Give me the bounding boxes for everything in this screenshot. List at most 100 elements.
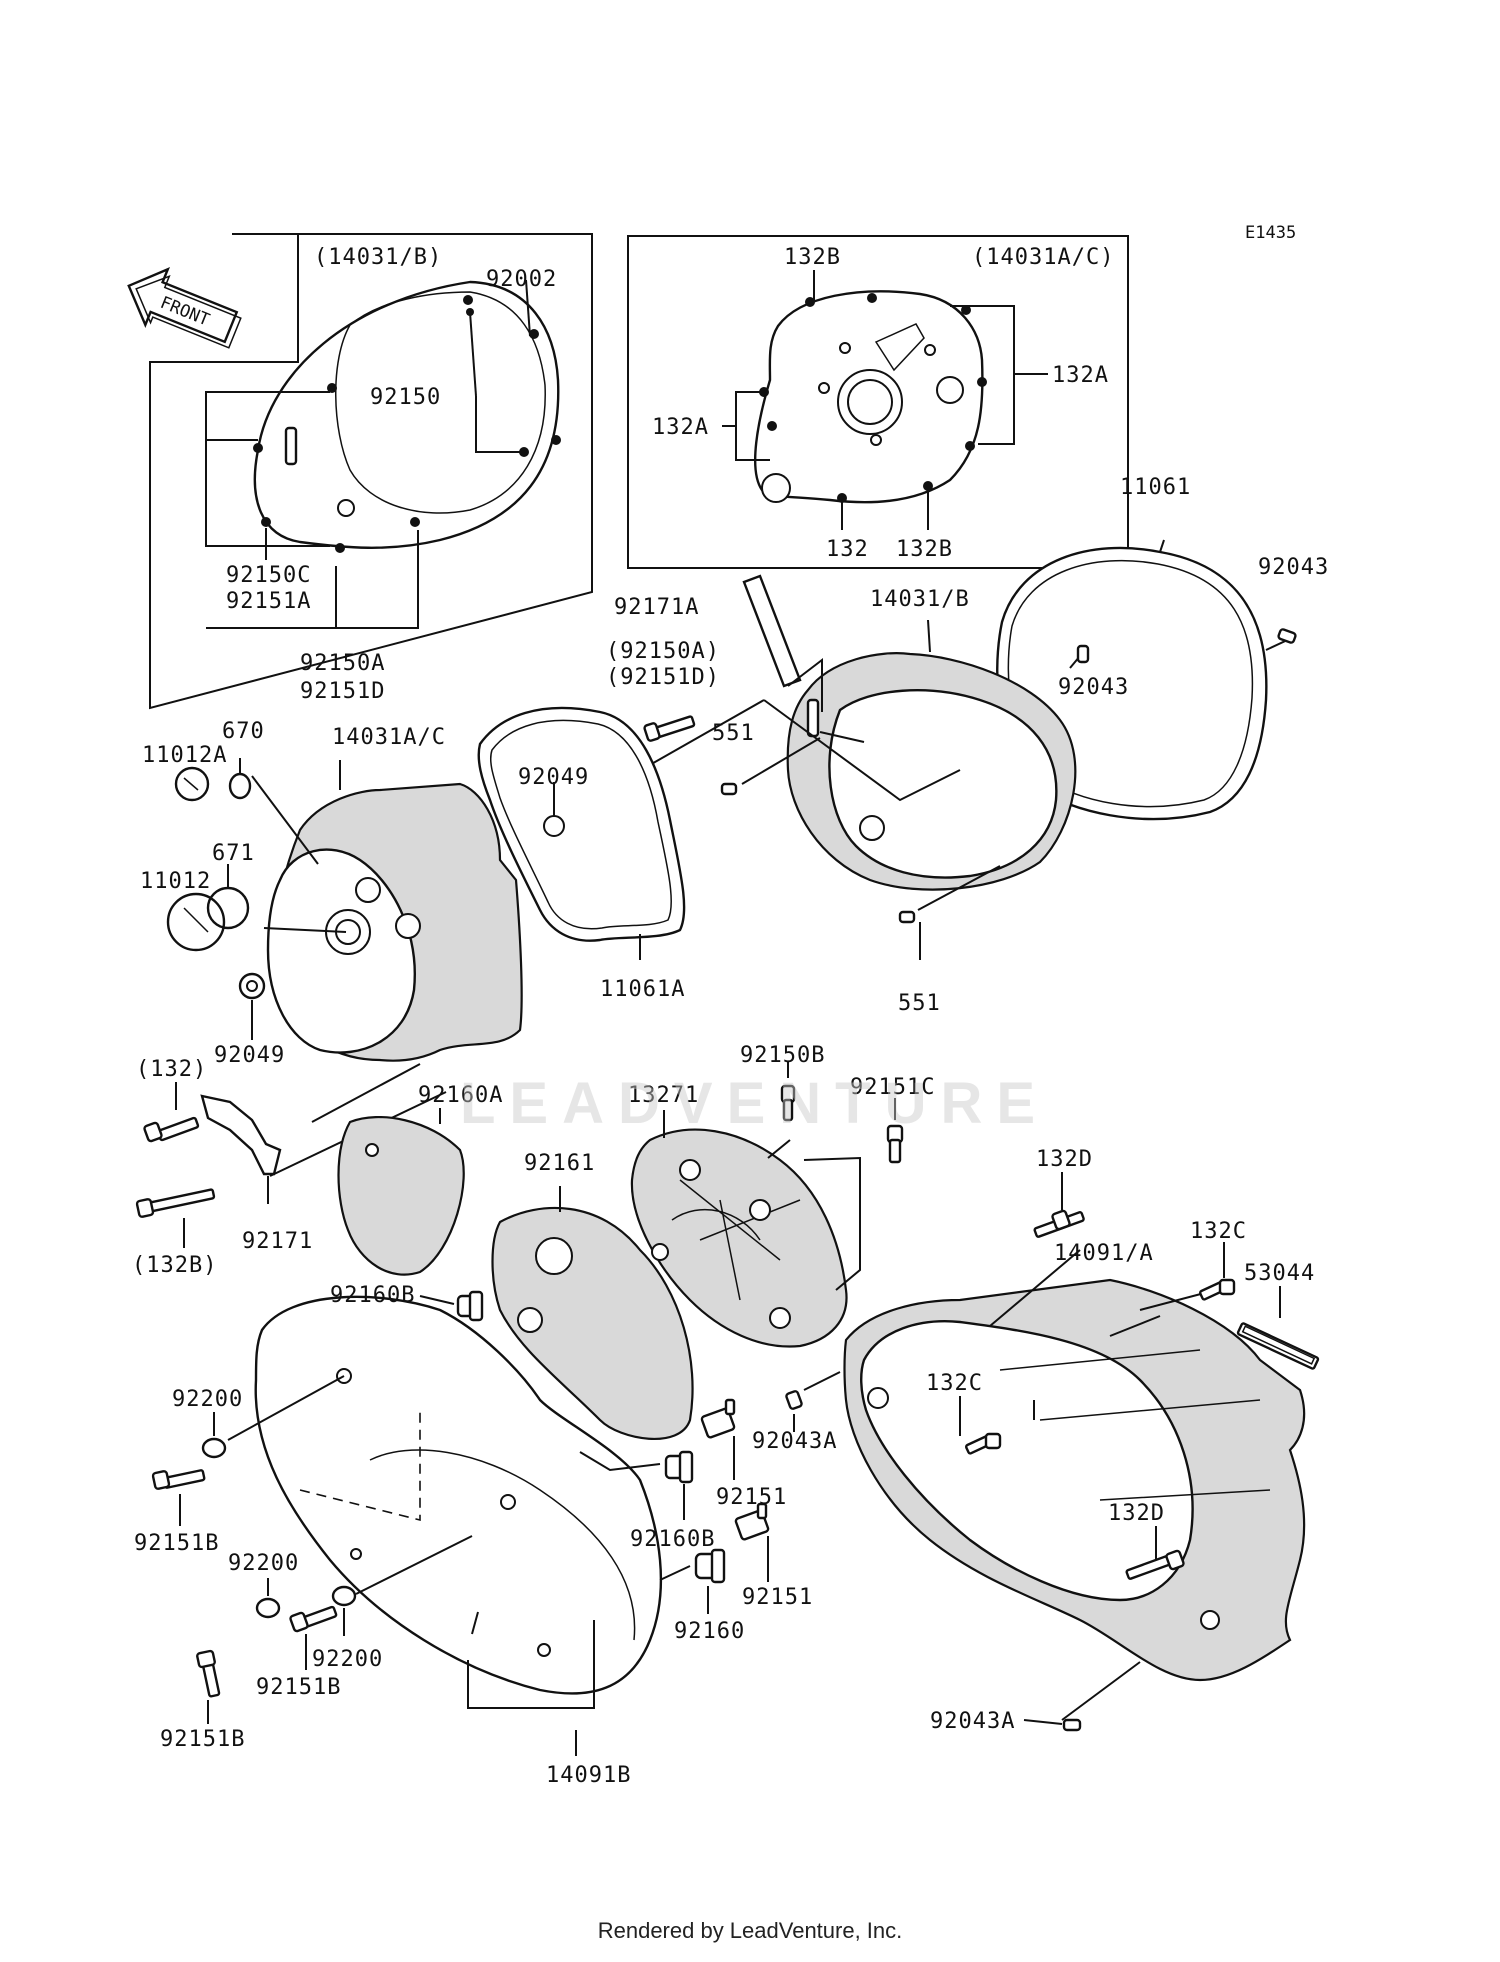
dowel-92043a-top: 92043A: [752, 1371, 841, 1454]
label-132c-top: 132C: [1190, 1219, 1247, 1244]
label-132d-top: 132D: [1036, 1147, 1093, 1172]
label-92160a: 92160A: [418, 1083, 503, 1108]
bolt-132d-bottom: 132D: [1108, 1501, 1185, 1580]
label-92043a-top: 92043A: [752, 1429, 837, 1454]
inset-right-title: (14031A/C): [972, 245, 1114, 270]
label-92160b-top: 92160B: [330, 1283, 415, 1308]
label-92151-b: 92151: [742, 1585, 813, 1610]
inset-left-14031b: (14031/B) 92002 92150 92150C 92151A 9215…: [149, 233, 593, 710]
label-92151d: 92151D: [300, 679, 385, 704]
label-92200-a: 92200: [172, 1387, 243, 1412]
label-92043-b: 92043: [1058, 675, 1129, 700]
watermark: LEADVENTURE: [460, 1071, 1050, 1136]
label-132b-paren: (132B): [132, 1253, 217, 1278]
label-92160b-mid: 92160B: [630, 1527, 715, 1552]
label-13271: 13271: [628, 1083, 699, 1108]
bolt-92151c: 92151C: [850, 1075, 935, 1164]
label-132c-mid: 132C: [926, 1371, 983, 1396]
label-92200-b: 92200: [228, 1551, 299, 1576]
footer-credit: Rendered by LeadVenture, Inc.: [597, 1918, 903, 1943]
label-132d-bottom: 132D: [1108, 1501, 1165, 1526]
label-11012: 11012: [140, 869, 211, 894]
dowel-92043a-bottom: 92043A: [930, 1661, 1141, 1734]
label-132: 132: [826, 537, 869, 562]
label-92150: 92150: [370, 385, 441, 410]
front-arrow-icon: FRONT: [127, 267, 242, 349]
bolt-92151b-c: 92151B: [160, 1649, 245, 1752]
label-551-bottom: 551: [898, 991, 941, 1016]
label-92200-c: 92200: [312, 1647, 383, 1672]
inset-left-cover: [253, 280, 560, 549]
cover-14091b: 14091B: [254, 1295, 663, 1788]
bolt-132c-mid: 132C: [926, 1371, 1002, 1455]
label-92160: 92160: [674, 1619, 745, 1644]
label-92150b: 92150B: [740, 1043, 825, 1068]
label-92043a-bottom: 92043A: [930, 1709, 1015, 1734]
bushing-92160b-mid: 92160B: [579, 1450, 715, 1552]
washer-92200-c: 92200: [312, 1535, 473, 1672]
label-53044: 53044: [1244, 1261, 1315, 1286]
inset-left-title: (14031/B): [314, 245, 442, 270]
washer-92200-a: 92200: [172, 1375, 345, 1459]
bracket-92171a: 92171A: [614, 574, 823, 712]
label-132-paren: (132): [136, 1057, 207, 1082]
inset-right-14031ac: (14031A/C) 132B 132A 132A 132 132B: [627, 235, 1129, 569]
label-11061: 11061: [1120, 475, 1191, 500]
label-14091a: 14091/A: [1054, 1241, 1154, 1266]
label-132a-right: 132A: [1052, 363, 1109, 388]
label-92150a-paren: (92150A): [606, 639, 720, 664]
label-92150a: 92150A: [300, 651, 385, 676]
bolt-92151b-a: 92151B: [134, 1469, 219, 1556]
cover-14031ac: 14031A/C: [251, 725, 523, 1177]
gasket-11061a: 92049 11061A: [477, 706, 686, 1002]
bolt-92150b: 92150B: [740, 1043, 825, 1122]
label-671: 671: [212, 841, 255, 866]
dowel-551-top: 551: [712, 721, 821, 796]
dowel-551-bottom: 551: [898, 865, 1001, 1016]
spacer-92151-a: 92151: [700, 1398, 787, 1510]
pad-92160a: 92160A: [337, 1083, 503, 1276]
label-92151b-b: 92151B: [256, 1675, 341, 1700]
bolt-132d-top: 132D: [1033, 1147, 1093, 1238]
label-11012a: 11012A: [142, 743, 227, 768]
label-92002: 92002: [486, 267, 557, 292]
label-92151a: 92151A: [226, 589, 311, 614]
pad-92161: 92161: [491, 1151, 694, 1441]
bushing-92160b-top: 92160B: [330, 1283, 484, 1322]
label-92171a: 92171A: [614, 595, 699, 620]
label-92049-top: 92049: [518, 765, 589, 790]
cap-11012: 11012 671: [140, 841, 255, 952]
label-14031ac: 14031A/C: [332, 725, 446, 750]
label-670: 670: [222, 719, 265, 744]
label-92171: 92171: [242, 1229, 313, 1254]
label-92043-a: 92043: [1258, 555, 1329, 580]
label-14031b: 14031/B: [870, 587, 970, 612]
label-132b-top: 132B: [784, 245, 841, 270]
washer-92200-b: 92200: [228, 1551, 299, 1619]
label-92151c: 92151C: [850, 1075, 935, 1100]
label-92049-left: 92049: [214, 1043, 285, 1068]
label-92151-a: 92151: [716, 1485, 787, 1510]
label-92150c: 92150C: [226, 563, 311, 588]
strip-53044: 53044: [1236, 1261, 1320, 1370]
label-92151b-c: 92151B: [160, 1727, 245, 1752]
label-92161: 92161: [524, 1151, 595, 1176]
label-92151b-a: 92151B: [134, 1531, 219, 1556]
label-14091b: 14091B: [546, 1763, 631, 1788]
cover-14031b: 14031/B: [647, 587, 1077, 891]
label-92151d-paren: (92151D): [606, 665, 720, 690]
cover-14091a: 14091/A: [843, 1241, 1306, 1682]
spacer-92151-b: 92151: [734, 1502, 813, 1610]
label-132b-bottom: 132B: [896, 537, 953, 562]
label-551-top: 551: [712, 721, 755, 746]
plate-13271: 13271: [628, 1083, 861, 1348]
diagram-code: E1435: [1245, 223, 1296, 243]
bolt-132c-top: 132C: [1190, 1219, 1247, 1301]
bolt-92151b-b: 92151B: [256, 1605, 341, 1700]
bracket-92171: (132) (132B) 92171: [132, 1057, 313, 1278]
label-11061a: 11061A: [600, 977, 685, 1002]
bushing-92160: 92160: [659, 1548, 745, 1644]
washer-92049-left: 92049: [214, 972, 285, 1068]
label-132a-left: 132A: [652, 415, 709, 440]
